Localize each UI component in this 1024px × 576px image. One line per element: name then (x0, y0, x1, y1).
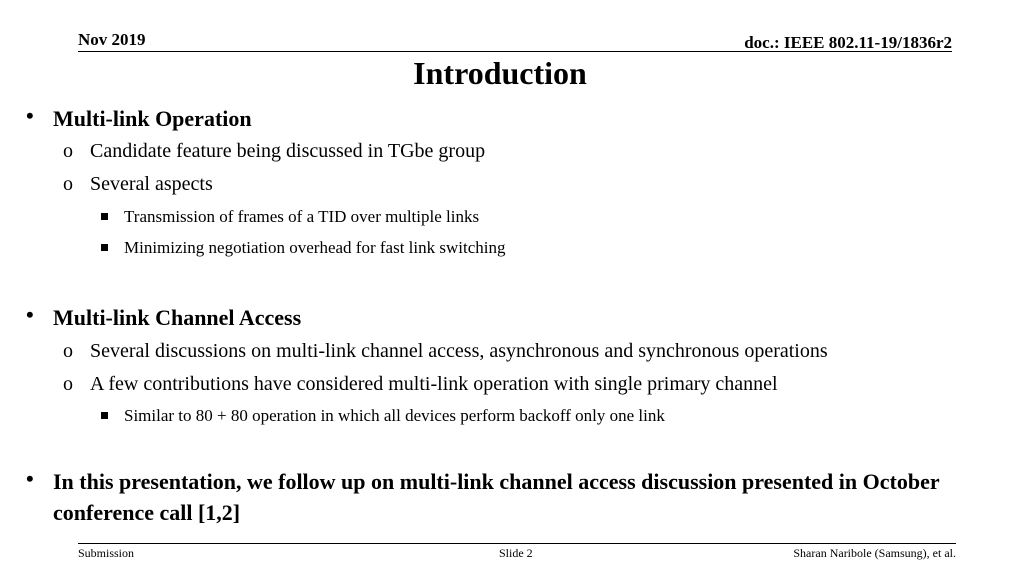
bullet-text: Multi-link Operation (53, 106, 252, 131)
sub-sub-bullet-text: Minimizing negotiation overhead for fast… (124, 238, 506, 257)
sub-bullet-marker: o (63, 173, 73, 195)
header-date: Nov 2019 (78, 30, 146, 49)
sub-bullet-marker: o (63, 140, 73, 162)
sub-bullet-text: A few contributions have considered mult… (90, 373, 778, 395)
header-doc-id: doc.: IEEE 802.11-19/1836r2 (744, 33, 952, 52)
sub-bullet-text: Several aspects (90, 173, 213, 195)
bullet-text: Multi-link Channel Access (53, 305, 302, 330)
slide-title: Introduction (413, 55, 587, 91)
footer-slide-number: Slide 2 (499, 546, 533, 560)
footer-submission: Submission (78, 546, 135, 560)
bullet-text: In this presentation, we follow up on mu… (53, 469, 940, 525)
footer-author: Sharan Naribole (Samsung), et al. (793, 546, 956, 560)
header-rule (78, 51, 952, 52)
sub-bullet-text: Several discussions on multi-link channe… (90, 340, 828, 362)
sub-bullet-marker: o (63, 373, 73, 395)
sub-sub-bullet-text: Transmission of frames of a TID over mul… (124, 207, 480, 226)
bullet-marker: • (26, 466, 34, 491)
square-bullet-marker (101, 213, 108, 220)
bullet-marker: • (26, 103, 34, 128)
sub-sub-bullet-text: Similar to 80 + 80 operation in which al… (124, 406, 665, 425)
sub-bullet-marker: o (63, 340, 73, 362)
square-bullet-marker (101, 412, 108, 419)
bullet-marker: • (26, 302, 34, 327)
footer-rule (78, 543, 956, 544)
square-bullet-marker (101, 244, 108, 251)
sub-bullet-text: Candidate feature being discussed in TGb… (90, 140, 486, 162)
